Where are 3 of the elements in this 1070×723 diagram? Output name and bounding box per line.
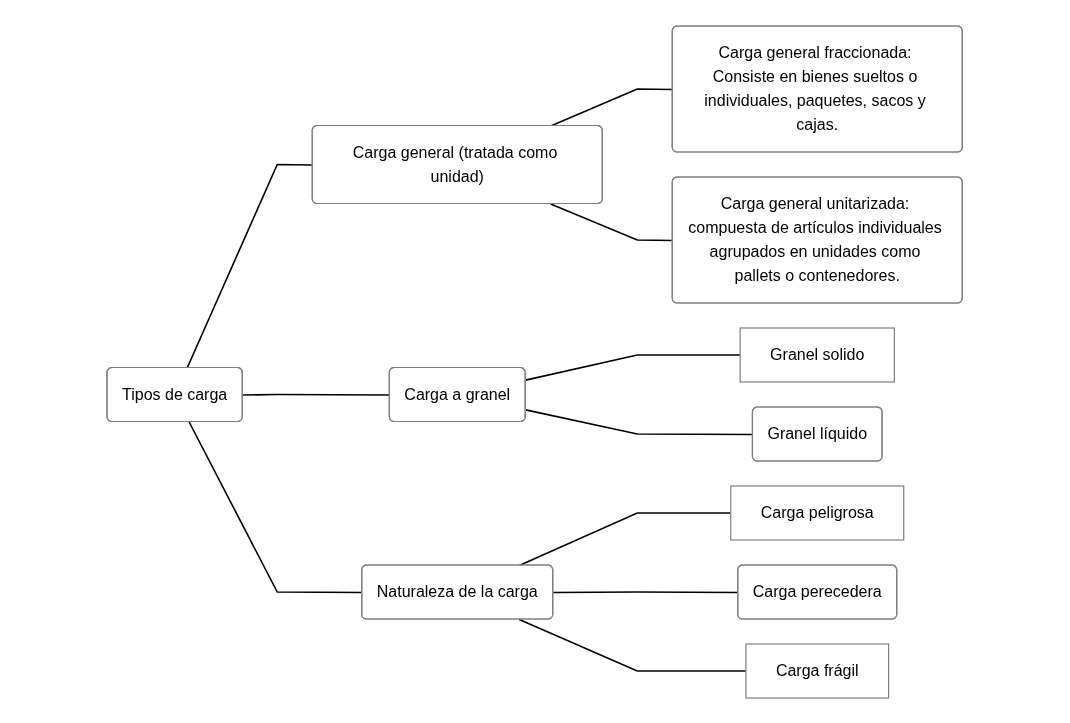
node-box: Carga frágil	[745, 642, 890, 699]
node-box: Carga peligrosa	[730, 484, 905, 541]
node-box: Granel solido	[739, 326, 896, 383]
